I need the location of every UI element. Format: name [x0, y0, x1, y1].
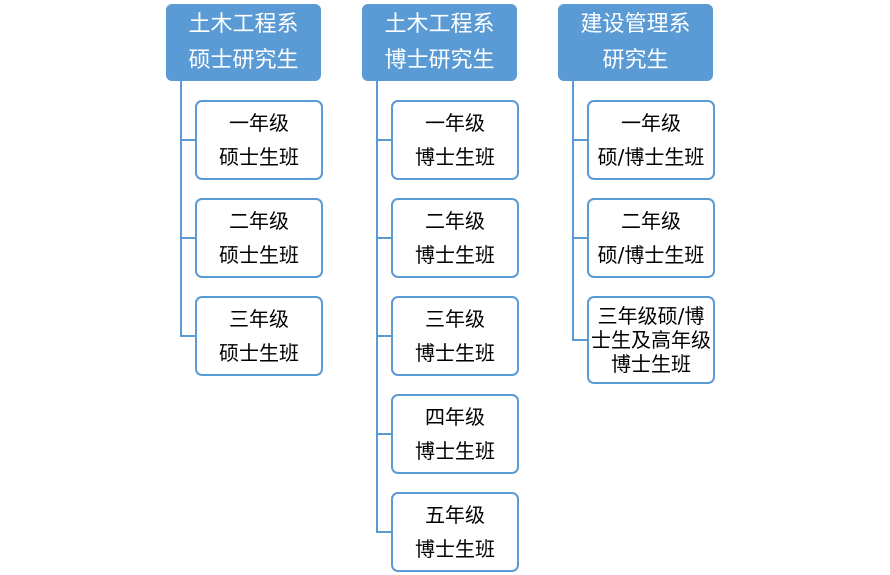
- class-node-line: 博士生班: [415, 145, 495, 169]
- department-header-line: 土木工程系: [188, 11, 299, 37]
- class-node-line: 硕士生班: [219, 145, 299, 169]
- class-node-line: 硕士生班: [219, 341, 299, 365]
- class-node-line: 硕/博士生班: [597, 145, 705, 169]
- class-node-line: 博士生班: [611, 352, 691, 376]
- class-node: 三年级硕士生班: [195, 296, 323, 376]
- connector-branch: [180, 139, 195, 141]
- connector-trunk: [572, 81, 574, 341]
- connector-branch: [376, 139, 391, 141]
- class-node-line: 四年级: [425, 405, 485, 429]
- class-node-line: 一年级: [425, 111, 485, 135]
- connector-trunk: [376, 81, 378, 533]
- department-header-line: 建设管理系: [580, 11, 691, 37]
- department-header-line: 硕士研究生: [188, 47, 299, 73]
- connector-branch: [376, 237, 391, 239]
- connector-branch: [572, 139, 587, 141]
- class-node: 一年级硕/博士生班: [587, 100, 715, 180]
- connector-trunk: [180, 81, 182, 337]
- class-node-line: 博士生班: [415, 341, 495, 365]
- connector-branch: [180, 237, 195, 239]
- class-node-line: 博士生班: [415, 243, 495, 267]
- department-header-line: 土木工程系: [384, 11, 495, 37]
- class-node: 二年级硕士生班: [195, 198, 323, 278]
- class-node-line: 士生及高年级: [591, 328, 711, 352]
- department-header: 建设管理系研究生: [558, 4, 713, 81]
- connector-branch: [572, 339, 587, 341]
- class-node-line: 博士生班: [415, 439, 495, 463]
- department-header-line: 博士研究生: [384, 47, 495, 73]
- class-node: 二年级硕/博士生班: [587, 198, 715, 278]
- class-node-line: 二年级: [425, 209, 485, 233]
- class-node-line: 五年级: [425, 503, 485, 527]
- class-node-line: 三年级硕/博: [597, 304, 705, 328]
- class-node: 一年级博士生班: [391, 100, 519, 180]
- department-header: 土木工程系硕士研究生: [166, 4, 321, 81]
- class-node-line: 博士生班: [415, 537, 495, 561]
- class-node: 二年级博士生班: [391, 198, 519, 278]
- class-node-line: 一年级: [229, 111, 289, 135]
- department-header: 土木工程系博士研究生: [362, 4, 517, 81]
- class-node: 四年级博士生班: [391, 394, 519, 474]
- class-node: 五年级博士生班: [391, 492, 519, 572]
- class-node: 一年级硕士生班: [195, 100, 323, 180]
- class-node: 三年级博士生班: [391, 296, 519, 376]
- connector-branch: [376, 531, 391, 533]
- class-node: 三年级硕/博士生及高年级博士生班: [587, 296, 715, 384]
- class-node-line: 一年级: [621, 111, 681, 135]
- connector-branch: [376, 433, 391, 435]
- connector-branch: [180, 335, 195, 337]
- connector-branch: [376, 335, 391, 337]
- class-node-line: 二年级: [621, 209, 681, 233]
- class-node-line: 三年级: [425, 307, 485, 331]
- class-node-line: 二年级: [229, 209, 289, 233]
- connector-branch: [572, 237, 587, 239]
- class-node-line: 硕士生班: [219, 243, 299, 267]
- class-node-line: 硕/博士生班: [597, 243, 705, 267]
- department-header-line: 研究生: [602, 47, 669, 73]
- class-node-line: 三年级: [229, 307, 289, 331]
